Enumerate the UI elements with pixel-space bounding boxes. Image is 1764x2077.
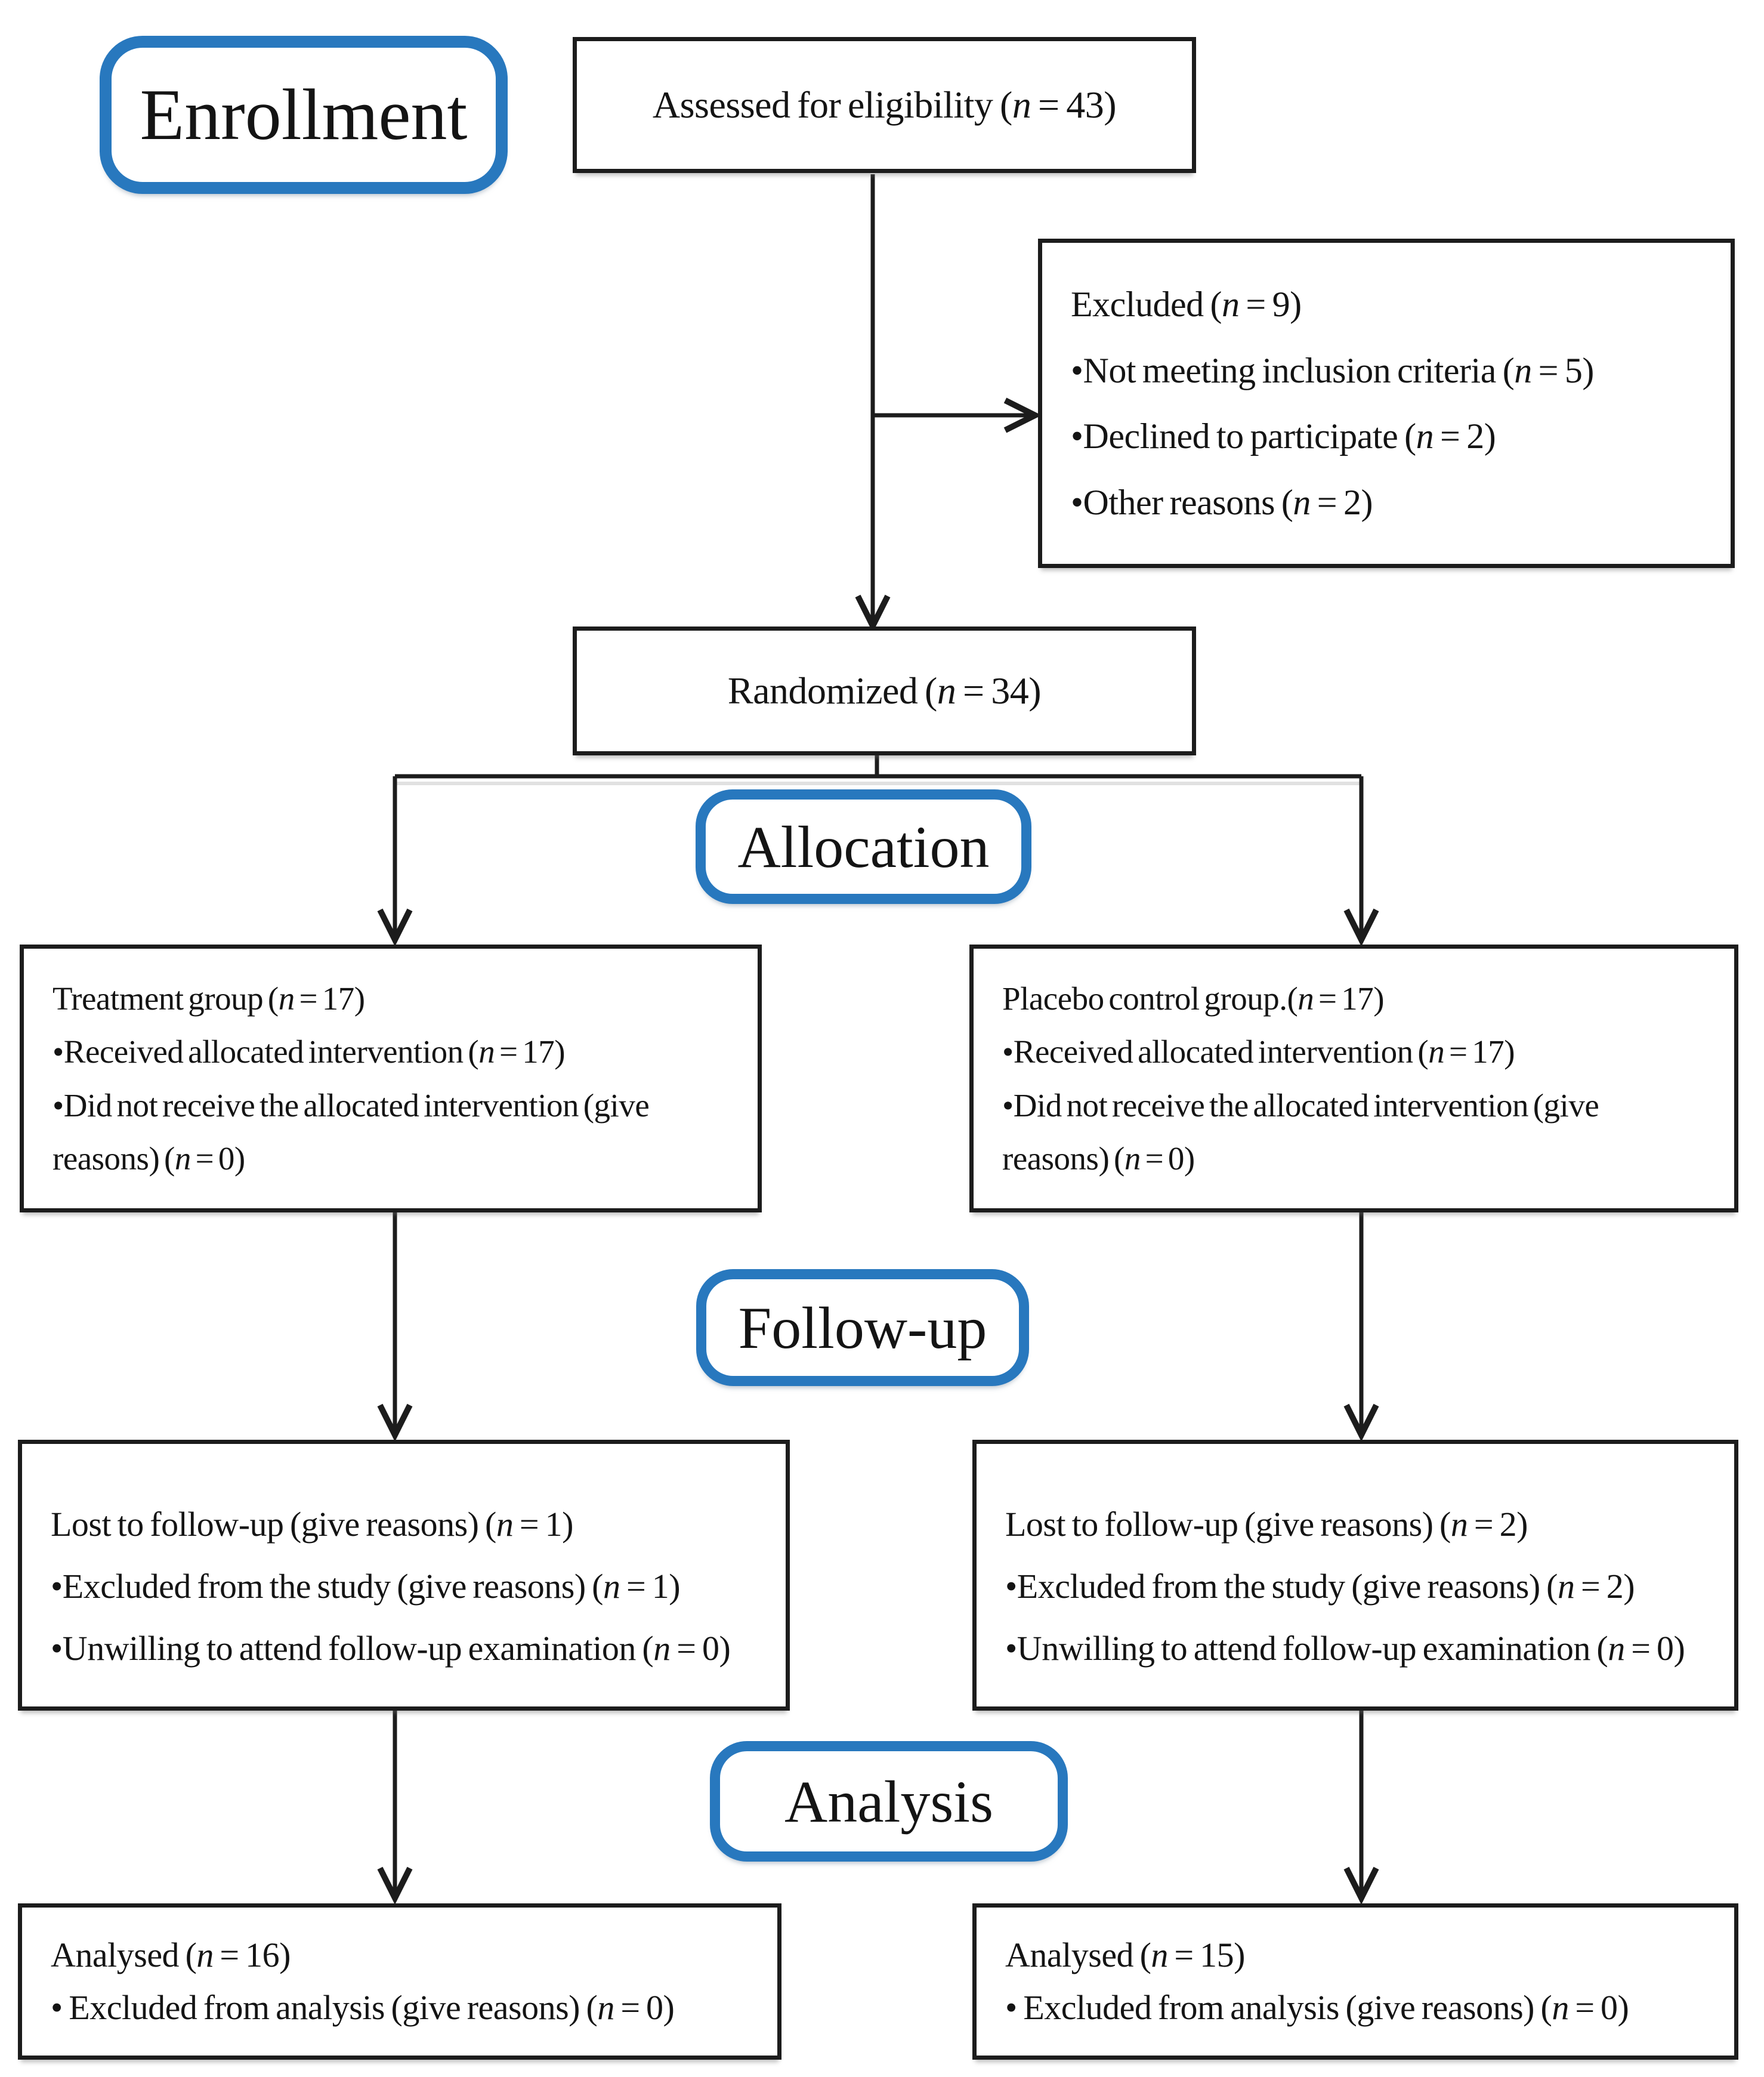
excluded-box: Excluded (n = 9) •Not meeting inclusion … <box>1038 239 1735 568</box>
followup-treatment-box: Lost to follow-up (give reasons) (n = 1)… <box>18 1440 790 1711</box>
box-line: •Received allocated intervention (n = 17… <box>1002 1033 1515 1070</box>
box-line: •Did not receive the allocated intervent… <box>1002 1087 1599 1124</box>
stage-label-allocation: Allocation <box>696 789 1031 904</box>
box-line: Analysed (n = 16) <box>51 1936 291 1975</box>
box-line: • Excluded from analysis (give reasons) … <box>1005 1987 1629 2027</box>
box-line: •Declined to participate (n = 2) <box>1071 416 1496 456</box>
analysed-treatment-box: Analysed (n = 16) • Excluded from analys… <box>18 1903 781 2060</box>
box-line: Lost to follow-up (give reasons) (n = 1) <box>51 1505 573 1544</box>
box-line: •Not meeting inclusion criteria (n = 5) <box>1071 350 1594 390</box>
box-line: • Excluded from analysis (give reasons) … <box>51 1987 675 2027</box>
box-line: •Excluded from the study (give reasons) … <box>1005 1567 1635 1606</box>
box-line: •Did not receive the allocated intervent… <box>52 1087 650 1124</box>
box-line: reasons) (n = 0) <box>52 1140 245 1177</box>
stage-label-enrollment: Enrollment <box>100 36 508 194</box>
box-line: Analysed (n = 15) <box>1005 1936 1245 1975</box>
treatment-group-box: Treatment group (n = 17) •Received alloc… <box>20 945 762 1212</box>
stage-label-analysis: Analysis <box>710 1741 1068 1862</box>
box-line: Placebo control group.(n = 17) <box>1002 980 1385 1017</box>
box-line: Assessed for eligibility (n = 43) <box>652 84 1117 126</box>
box-line: Lost to follow-up (give reasons) (n = 2) <box>1005 1505 1528 1544</box>
randomized-box: Randomized (n = 34) <box>573 627 1196 755</box>
box-line: reasons) (n = 0) <box>1002 1140 1195 1177</box>
box-line: •Excluded from the study (give reasons) … <box>51 1567 681 1606</box>
box-line: •Unwilling to attend follow-up examinati… <box>51 1629 731 1668</box>
analysed-placebo-box: Analysed (n = 15) • Excluded from analys… <box>972 1903 1738 2060</box>
stage-label-follow-up: Follow-up <box>696 1269 1029 1386</box>
box-line: Excluded (n = 9) <box>1071 284 1302 324</box>
box-line: Randomized (n = 34) <box>727 669 1042 712</box>
placebo-group-box: Placebo control group.(n = 17) •Received… <box>969 945 1738 1212</box>
box-line: Treatment group (n = 17) <box>52 980 365 1017</box>
box-line: •Unwilling to attend follow-up examinati… <box>1005 1629 1685 1668</box>
followup-placebo-box: Lost to follow-up (give reasons) (n = 2)… <box>972 1440 1738 1711</box>
assessed-box: Assessed for eligibility (n = 43) <box>573 37 1196 173</box>
box-line: •Other reasons (n = 2) <box>1071 483 1373 523</box>
box-line: •Received allocated intervention (n = 17… <box>52 1033 566 1070</box>
